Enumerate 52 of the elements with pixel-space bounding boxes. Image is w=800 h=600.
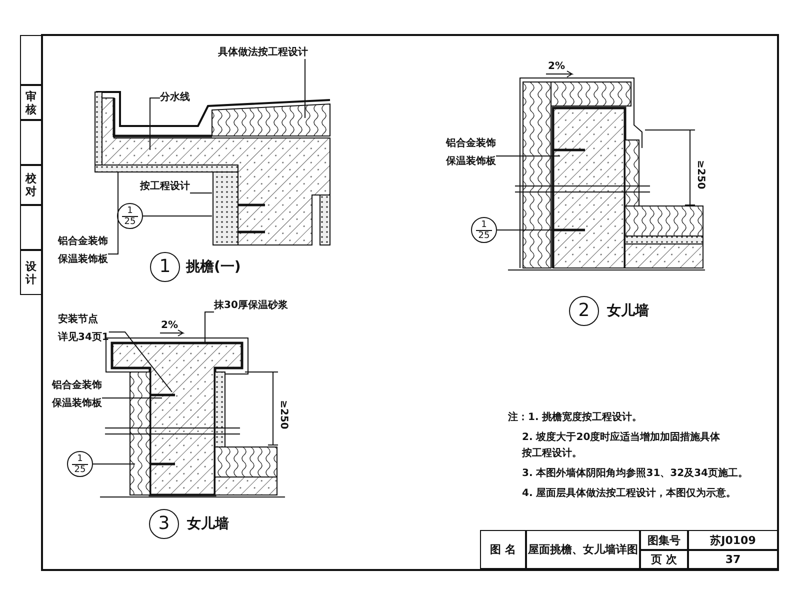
- leader-line: [304, 58, 306, 118]
- title-block-cell: 页 次: [640, 550, 688, 569]
- title-block-cell: 苏J0109: [688, 530, 778, 550]
- reference-number: 1: [122, 206, 138, 216]
- title-strip-cell: 审核: [20, 85, 42, 120]
- reference-number: 1: [476, 220, 492, 230]
- leader-line: [108, 332, 172, 392]
- callout-text: 保温装饰板: [52, 398, 102, 410]
- detail-title: 挑檐(一): [186, 258, 241, 276]
- reference-number: 25: [124, 216, 136, 226]
- callout-text: 按工程设计: [140, 181, 190, 193]
- reference-circle: [569, 296, 599, 326]
- callout-text: 抹30厚保温砂浆: [214, 300, 288, 312]
- leader-line: [150, 98, 160, 150]
- callout-text: 铝合金装饰: [58, 236, 108, 248]
- reference-number: 25: [74, 464, 86, 474]
- title-block-cell: 37: [688, 550, 778, 569]
- slope-text: 2%: [548, 61, 565, 73]
- reference-number: 3: [158, 514, 170, 534]
- callout-text: 保温装饰板: [58, 254, 108, 266]
- callout-text: 铝合金装饰: [446, 138, 496, 150]
- reference-circle: [117, 203, 143, 229]
- title-block-cell: 图 名: [480, 530, 526, 569]
- title-block-cell: 图集号: [640, 530, 688, 550]
- slope-text: 2%: [161, 320, 178, 332]
- reference-circle: [150, 252, 180, 282]
- detail-title: 女儿墙: [607, 302, 649, 320]
- callout-text: 具体做法按工程设计: [218, 47, 308, 59]
- note-text: 2. 坡度大于20度时应适当增加加固措施具体按工程设计。: [522, 430, 722, 461]
- leader-line: [190, 192, 212, 194]
- callout-text: 安装节点: [58, 314, 99, 326]
- dimension-text: ≥250: [277, 400, 289, 430]
- title-block-cell: 屋面挑檐、女儿墙详图: [526, 530, 640, 569]
- dimension-text: ≥250: [694, 160, 706, 190]
- reference-circle: [149, 509, 179, 539]
- reference-circle: [67, 451, 93, 477]
- callout-text: 铝合金装饰: [52, 380, 102, 392]
- detail-title: 女儿墙: [187, 515, 229, 533]
- reference-number: 1: [159, 257, 171, 277]
- note-text: 4. 屋面层具体做法按工程设计，本图仅为示意。: [522, 486, 738, 501]
- callout-text: 保温装饰板: [446, 156, 496, 168]
- reference-number: 1: [72, 454, 88, 464]
- note-text: 3. 本图外墙体阴阳角均参照31、32及34页施工。: [522, 466, 749, 481]
- title-strip-cell: 校对: [20, 165, 42, 205]
- leader-line: [108, 172, 118, 254]
- reference-circle: [471, 217, 497, 243]
- callout-text: 分水线: [160, 92, 190, 104]
- leader-line: [204, 312, 214, 344]
- note-text: 注：1. 挑檐宽度按工程设计。: [508, 410, 644, 425]
- reference-number: 25: [478, 230, 490, 240]
- reference-number: 2: [578, 301, 590, 321]
- title-strip-cell: 设计: [20, 250, 42, 295]
